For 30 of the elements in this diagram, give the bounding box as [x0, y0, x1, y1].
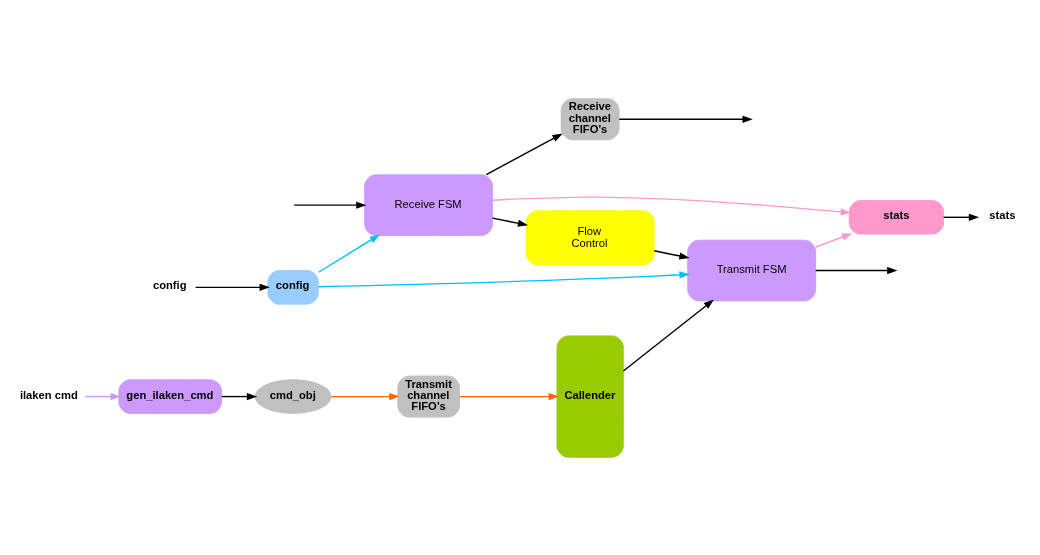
node-text: ilaken cmd [19, 388, 78, 401]
node-box: Receive FSM [364, 173, 494, 236]
arrow [622, 299, 714, 372]
arrow [814, 266, 898, 274]
node-box: Transmit channel FIFO’s [397, 375, 460, 418]
node-box: Receive channel FIFO’s [560, 97, 620, 140]
arrow [221, 392, 258, 400]
node-box: gen_ilaken_cmd [118, 378, 223, 414]
node-text: config [152, 278, 187, 291]
arrow [492, 195, 851, 215]
arrow [194, 283, 270, 291]
node-box: Transmit FSM [687, 239, 817, 301]
node-box: stats [848, 199, 944, 235]
node-text: stats [989, 208, 1016, 221]
arrow [491, 216, 529, 227]
arrow [458, 392, 559, 400]
node-box: config [267, 269, 319, 305]
arrow [942, 213, 980, 221]
arrow [653, 249, 690, 259]
arrow [84, 392, 121, 400]
node-ellipse: cmd_obj [254, 378, 332, 414]
node-box: Flow Control [525, 209, 655, 265]
arrow [618, 115, 753, 123]
arrow [814, 232, 853, 248]
arrow [317, 234, 380, 273]
node-box: Callender [556, 334, 624, 458]
arrow [330, 392, 400, 400]
arrow [317, 270, 690, 287]
arrow [485, 133, 563, 175]
arrow [293, 201, 367, 209]
